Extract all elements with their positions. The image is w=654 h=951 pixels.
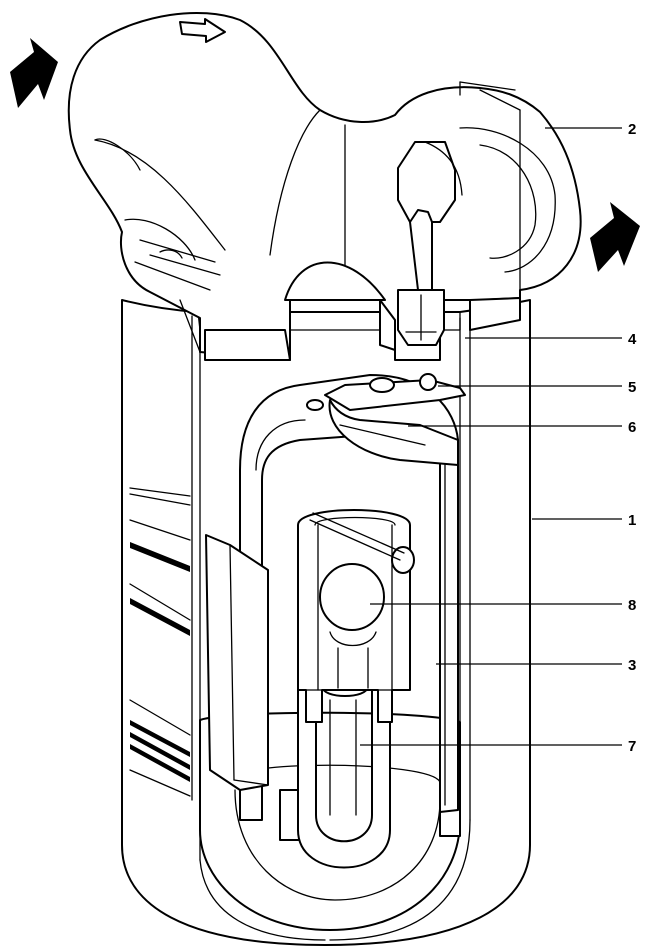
callout-7: 7	[628, 738, 636, 755]
callout-8: 8	[628, 597, 636, 614]
callout-4: 4	[628, 331, 637, 348]
callout-numbers: 2 4 5 6 1 8 3 7	[628, 121, 637, 755]
flow-direction-arrow-in	[10, 38, 58, 108]
cover-head	[67, 11, 582, 361]
callout-6: 6	[628, 419, 636, 436]
valve-seat-region	[204, 209, 521, 361]
callout-5: 5	[628, 379, 636, 396]
lever-assembly	[324, 373, 466, 466]
left-strap	[205, 534, 269, 791]
valve-cage	[297, 509, 415, 723]
flow-direction-cast-arrow	[179, 18, 226, 43]
callout-2: 2	[628, 121, 636, 138]
leader-lines	[360, 127, 622, 746]
callout-1: 1	[628, 512, 636, 529]
callout-3: 3	[628, 657, 636, 674]
body-stripes	[129, 487, 191, 797]
flow-direction-arrow-out	[590, 202, 640, 272]
